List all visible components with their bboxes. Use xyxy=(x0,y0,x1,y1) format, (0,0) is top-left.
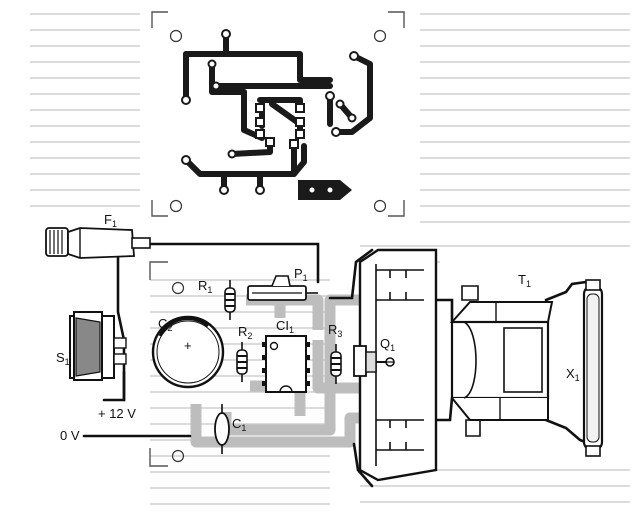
transformer-t1 xyxy=(449,285,554,437)
pcb-pads xyxy=(181,29,359,195)
wiring xyxy=(82,242,592,488)
label-ic-ci1: CI1 xyxy=(276,318,294,335)
pcb-ground-pad xyxy=(298,180,352,200)
transistor-q1 xyxy=(353,345,395,377)
pcb-copper-layout xyxy=(151,11,405,217)
resistor-r1 xyxy=(224,280,236,320)
capacitor-c2 xyxy=(151,315,225,389)
pcb-mounting-holes xyxy=(169,29,387,213)
label-resistor-r1: R1 xyxy=(198,278,212,295)
label-supply-positive: + 12 V xyxy=(98,406,136,421)
label-potentiometer-p1: P1 xyxy=(294,266,308,283)
label-resistor-r2: R2 xyxy=(238,324,252,341)
fuse-holder xyxy=(45,227,151,259)
label-lamp-x1: X1 xyxy=(566,366,580,383)
pcb-corner-marks xyxy=(151,11,405,217)
label-transformer-t1: T1 xyxy=(518,272,531,289)
label-supply-ground: 0 V xyxy=(60,428,80,443)
lamp-x1 xyxy=(582,279,604,457)
pcb-traces xyxy=(183,31,373,193)
capacitor-c1 xyxy=(214,404,230,454)
label-capacitor-c1: C1 xyxy=(232,416,246,433)
label-switch: S1 xyxy=(56,350,70,367)
board-mounting-holes xyxy=(171,281,185,463)
label-fuse: F1 xyxy=(104,212,117,229)
board-corner-marks xyxy=(149,261,168,467)
background-text-right xyxy=(360,13,630,503)
label-resistor-r3: R3 xyxy=(328,322,342,339)
power-switch xyxy=(69,311,127,381)
potentiometer-p1 xyxy=(247,275,318,301)
label-capacitor-c2: C2 xyxy=(158,316,172,333)
label-c2-polarity: + xyxy=(184,338,192,353)
ic-ci1 xyxy=(262,335,310,393)
label-transistor-q1: Q1 xyxy=(380,336,395,353)
resistor-r2 xyxy=(236,342,248,382)
resistor-r3 xyxy=(330,344,342,384)
